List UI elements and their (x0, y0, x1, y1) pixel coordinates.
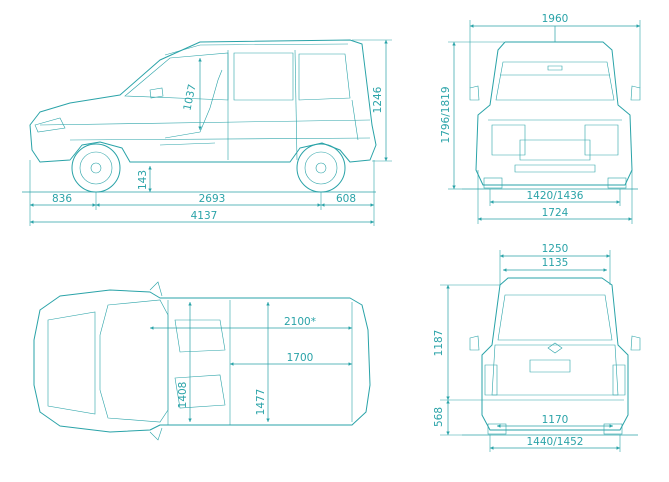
rear-wheel (296, 143, 346, 193)
side-view: 1037 143 1246 836 2693 608 4137 (22, 39, 392, 226)
load-length-label: 1700 (287, 352, 314, 364)
front-overhang-label: 836 (52, 193, 72, 205)
height-label: 1246 (372, 86, 384, 113)
roof-width-label: 1250 (542, 243, 569, 255)
ground-clearance-label: 143 (137, 170, 149, 190)
rear-view: 1250 1135 1187 568 1170 1440/1452 (433, 243, 641, 452)
front-view: 1960 1796/1819 1420/1436 1724 (440, 13, 641, 224)
interior-height-label: 1037 (181, 83, 198, 112)
front-wheel (71, 143, 121, 193)
front-track-label: 1420/1436 (527, 190, 584, 202)
door-height-label: 1187 (433, 330, 445, 357)
max-load-length-label: 2100* (284, 316, 316, 328)
wheelbase-label: 2693 (199, 193, 226, 205)
overall-height-label: 1796/1819 (440, 87, 452, 144)
front-interior-width-label: 1408 (177, 382, 189, 409)
width-label: 1724 (542, 207, 569, 219)
sill-height-label: 568 (433, 407, 445, 427)
top-view: 2100* 1700 1408 1477 (33, 281, 371, 441)
rear-interior-width-label: 1477 (255, 389, 267, 416)
floor-width-label: 1170 (542, 414, 569, 426)
mirror-width-label: 1960 (542, 13, 569, 25)
length-label: 4137 (191, 210, 218, 222)
rear-track-label: 1440/1452 (527, 436, 584, 448)
door-width-label: 1135 (542, 257, 569, 269)
rear-overhang-label: 608 (336, 193, 356, 205)
